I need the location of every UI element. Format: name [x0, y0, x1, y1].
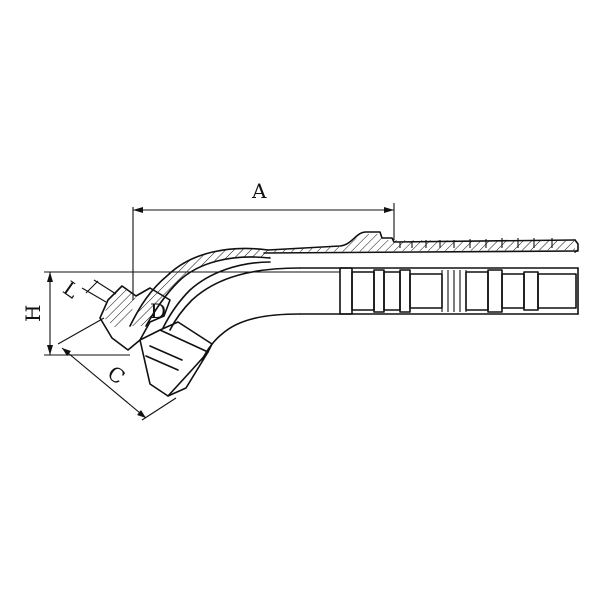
dimension-h: H — [21, 271, 340, 356]
label-l: L — [59, 276, 84, 303]
flange-end: D — [99, 285, 213, 397]
dimension-c: C — [57, 317, 177, 421]
hose-stem — [263, 231, 579, 315]
label-h: H — [21, 305, 45, 322]
dimension-a: A — [132, 179, 395, 300]
label-d: D — [150, 299, 166, 323]
dimension-l: L — [59, 276, 117, 303]
label-a: A — [251, 179, 267, 203]
